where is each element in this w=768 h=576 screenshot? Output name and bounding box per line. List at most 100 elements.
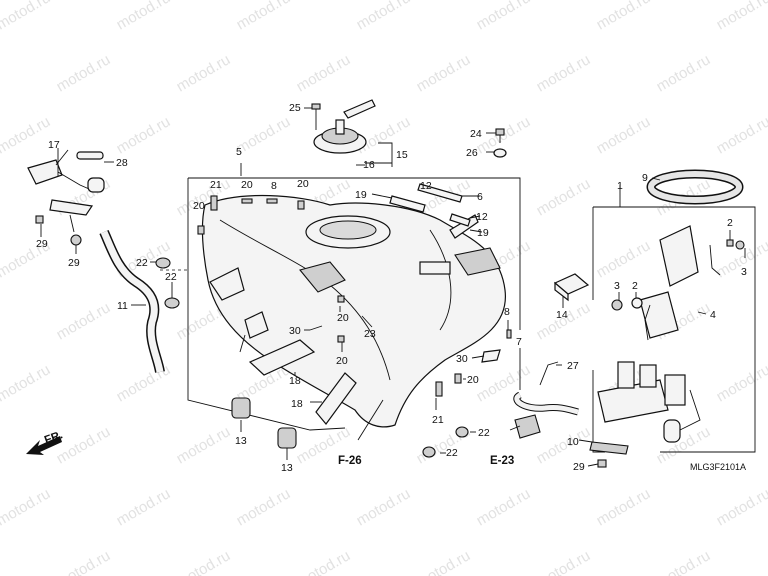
callout-25: 25 [289, 102, 301, 114]
callout-8: 8 [504, 306, 510, 318]
bolt-24 [495, 128, 505, 143]
callout-18: 18 [291, 398, 303, 410]
watermark-text: motod.ru [234, 113, 294, 157]
watermark-text: motod.ru [54, 51, 114, 95]
watermark-text: motod.ru [714, 361, 768, 405]
callout-3: 3 [741, 266, 747, 278]
watermark-text: motod.ru [654, 51, 714, 95]
section-ref-f26: F-26 [338, 455, 362, 467]
callout-20: 20 [193, 200, 205, 212]
watermark-text: motod.ru [54, 547, 114, 576]
callout-16: 16 [363, 159, 375, 171]
strainer-14 [553, 273, 590, 302]
callout-5: 5 [236, 146, 242, 158]
watermark-text: motod.ru [474, 485, 534, 529]
callout-13: 13 [281, 462, 293, 474]
clip-28 [76, 151, 104, 160]
watermark-text: motod.ru [714, 113, 768, 157]
callout-8: 8 [271, 180, 277, 192]
watermark-text: motod.ru [174, 51, 234, 95]
callout-6: 6 [477, 191, 483, 203]
watermark-text: motod.ru [54, 423, 114, 467]
callout-29: 29 [573, 461, 585, 473]
rubber-mount-13 [231, 397, 297, 449]
callout-12: 12 [476, 211, 488, 223]
callout-10: 10 [567, 436, 579, 448]
callout-24: 24 [470, 128, 482, 140]
callout-3: 3 [614, 280, 620, 292]
callout-20: 20 [241, 179, 253, 191]
watermark-text: motod.ru [54, 299, 114, 343]
front-arrow-icon [26, 436, 62, 455]
pump-assembly-frame [592, 206, 756, 453]
callout-22: 22 [446, 447, 458, 459]
tank-bracket [209, 267, 269, 353]
watermark-text: motod.ru [594, 237, 654, 281]
watermark-text: motod.ru [114, 361, 174, 405]
callout-2: 2 [632, 280, 638, 292]
callout-19: 19 [355, 189, 367, 201]
part-code: MLG3F2101A [690, 462, 746, 472]
fuel-hose-7 [513, 391, 579, 439]
watermark-text: motod.ru [474, 0, 534, 33]
callout-22: 22 [478, 427, 490, 439]
watermark-text: motod.ru [0, 0, 53, 33]
fuel-pump [597, 225, 721, 443]
watermark-text: motod.ru [594, 0, 654, 33]
section-ref-e23: E-23 [490, 455, 514, 467]
callout-7: 7 [516, 336, 522, 348]
watermark-text: motod.ru [354, 0, 414, 33]
callout-4: 4 [710, 309, 716, 321]
watermark-text: motod.ru [0, 113, 53, 157]
watermark-text: motod.ru [654, 547, 714, 576]
callout-17: 17 [48, 139, 60, 151]
watermark-text: motod.ru [594, 485, 654, 529]
callout-30: 30 [289, 325, 301, 337]
pump-screw-2 [726, 239, 745, 250]
watermark-text: motod.ru [414, 547, 474, 576]
callout-23: 23 [364, 328, 376, 340]
bolt-25 [311, 103, 321, 124]
washer-26 [493, 148, 507, 158]
breather-hose-11 [99, 229, 165, 373]
watermark-text: motod.ru [114, 113, 174, 157]
fuel-tank [201, 194, 506, 428]
callout-27: 27 [567, 360, 579, 372]
callout-18: 18 [289, 375, 301, 387]
front-label: FR. [43, 429, 65, 447]
watermark-text: motod.ru [594, 113, 654, 157]
callout-9: 9 [642, 172, 648, 184]
callout-20: 20 [337, 312, 349, 324]
callout-22: 22 [136, 257, 148, 269]
callout-14: 14 [556, 309, 568, 321]
watermark-text: motod.ru [294, 51, 354, 95]
callout-22: 22 [165, 271, 177, 283]
callout-19: 19 [477, 227, 489, 239]
grommet-22 [155, 257, 469, 458]
watermark-text: motod.ru [234, 485, 294, 529]
callout-30: 30 [456, 353, 468, 365]
fuel-cap [313, 99, 376, 154]
watermark-text: motod.ru [0, 361, 53, 405]
watermark-text: motod.ru [354, 485, 414, 529]
watermark-text: motod.ru [534, 51, 594, 95]
callout-20: 20 [467, 374, 479, 386]
callout-20: 20 [297, 178, 309, 190]
watermark-text: motod.ru [534, 547, 594, 576]
watermark-text: motod.ru [534, 175, 594, 219]
callout-21: 21 [210, 179, 222, 191]
pads [197, 183, 512, 397]
watermark-text: motod.ru [714, 0, 768, 33]
pump-filter-10 [589, 441, 629, 468]
leader-lines [40, 107, 746, 467]
pump-gasket [646, 169, 744, 205]
callout-29: 29 [36, 238, 48, 250]
callout-2: 2 [727, 217, 733, 229]
watermark-text: motod.ru [474, 361, 534, 405]
callout-11: 11 [117, 300, 128, 312]
clamp-27 [539, 361, 559, 386]
watermark-text: motod.ru [234, 0, 294, 33]
level-sensor-17 [27, 159, 105, 233]
